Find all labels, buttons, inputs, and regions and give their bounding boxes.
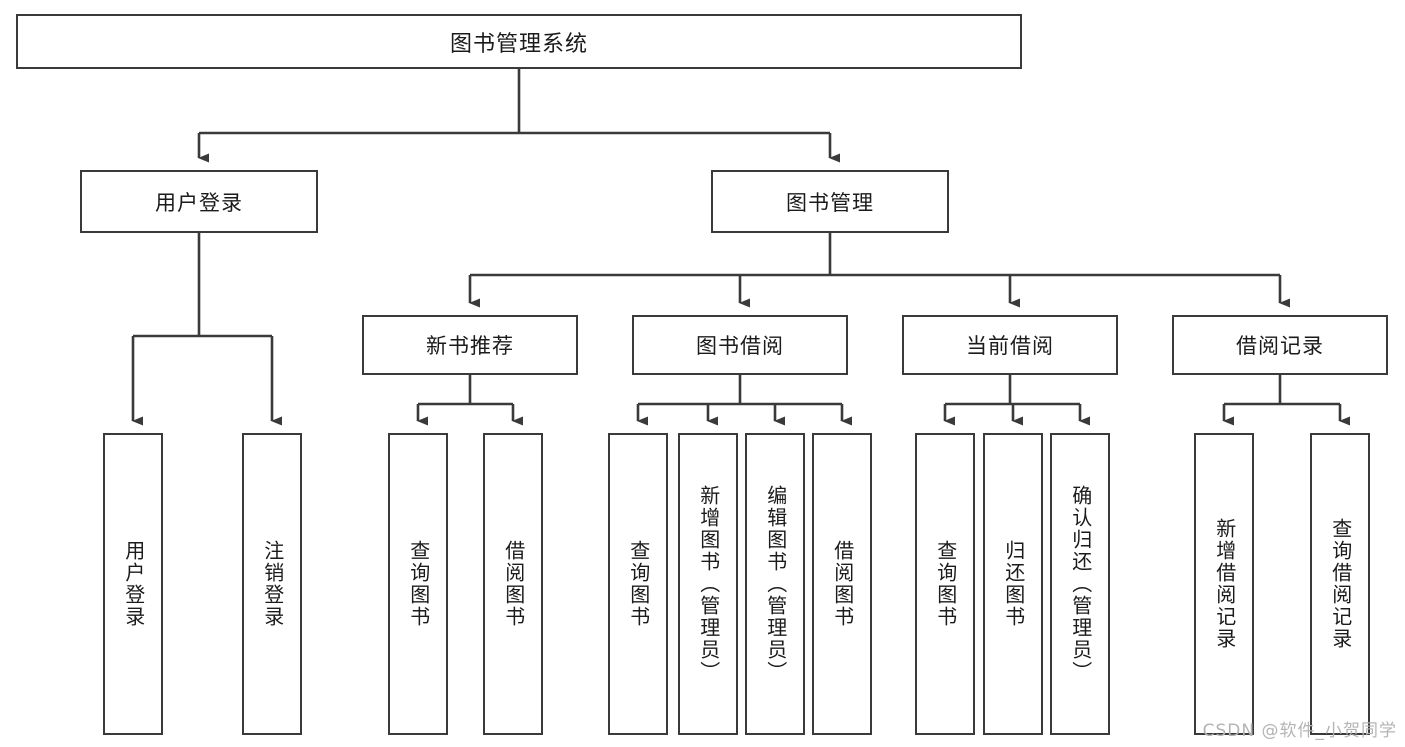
node-label: 新书推荐 [426, 334, 514, 358]
node-leaf-book-borrow-add[interactable]: 新增图书（管理员） [678, 433, 738, 735]
node-leaf-user-login-signout[interactable]: 注销登录 [242, 433, 302, 735]
node-label: 新增借阅记录 [1212, 518, 1237, 650]
node-borrow-record[interactable]: 借阅记录 [1172, 315, 1388, 375]
node-leaf-current-borrow-return[interactable]: 归还图书 [983, 433, 1043, 735]
node-book-management[interactable]: 图书管理 [711, 170, 949, 233]
node-book-borrow[interactable]: 图书借阅 [632, 315, 848, 375]
watermark: CSDN @软件_小贺同学 [1202, 721, 1397, 741]
node-label: 用户登录 [121, 540, 146, 628]
node-label: 当前借阅 [966, 334, 1054, 358]
node-label: 用户登录 [155, 190, 243, 215]
node-label: 借阅记录 [1236, 334, 1324, 358]
node-leaf-current-borrow-query[interactable]: 查询图书 [915, 433, 975, 735]
node-label: 图书管理 [786, 190, 874, 215]
node-leaf-user-login-signin[interactable]: 用户登录 [103, 433, 163, 735]
node-label: 查询图书 [933, 540, 958, 628]
node-label: 图书借阅 [696, 334, 784, 358]
node-leaf-borrow-record-add[interactable]: 新增借阅记录 [1194, 433, 1254, 735]
node-current-borrow[interactable]: 当前借阅 [902, 315, 1118, 375]
node-leaf-new-book-borrow[interactable]: 借阅图书 [483, 433, 543, 735]
node-leaf-current-borrow-confirm-return[interactable]: 确认归还（管理员） [1050, 433, 1110, 735]
node-new-book-recommend[interactable]: 新书推荐 [362, 315, 578, 375]
node-leaf-borrow-record-query[interactable]: 查询借阅记录 [1310, 433, 1370, 735]
node-label: 归还图书 [1001, 540, 1026, 628]
node-user-login[interactable]: 用户登录 [80, 170, 318, 233]
node-label: 借阅图书 [501, 540, 526, 628]
node-leaf-book-borrow-edit[interactable]: 编辑图书（管理员） [745, 433, 805, 735]
node-label: 新增图书（管理员） [696, 485, 721, 683]
node-leaf-new-book-query[interactable]: 查询图书 [388, 433, 448, 735]
node-leaf-book-borrow-borrow[interactable]: 借阅图书 [812, 433, 872, 735]
node-book-management-system[interactable]: 图书管理系统 [16, 14, 1022, 69]
node-leaf-book-borrow-query[interactable]: 查询图书 [608, 433, 668, 735]
node-label: 借阅图书 [830, 540, 855, 628]
node-label: 查询图书 [406, 540, 431, 628]
node-label: 确认归还（管理员） [1068, 485, 1093, 683]
node-label: 查询借阅记录 [1328, 518, 1353, 650]
node-label: 注销登录 [260, 540, 285, 628]
node-label: 查询图书 [626, 540, 651, 628]
node-label: 图书管理系统 [449, 31, 588, 57]
node-label: 编辑图书（管理员） [763, 485, 788, 683]
